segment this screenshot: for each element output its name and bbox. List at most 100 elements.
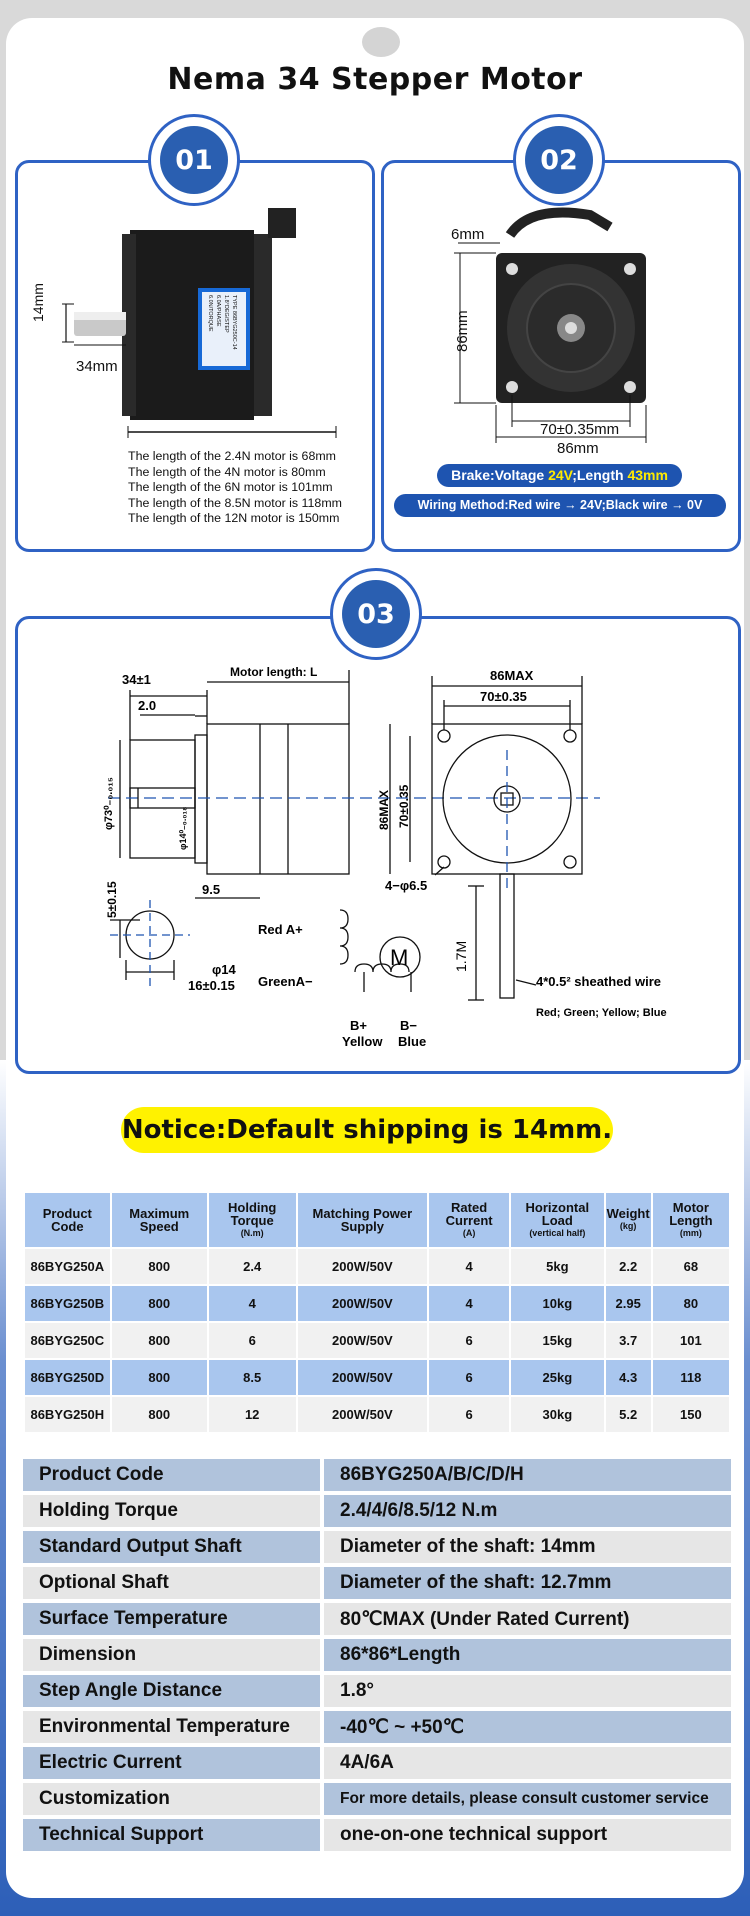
dim-phi73: φ73⁰₋₀.₀₁₅	[103, 777, 115, 830]
header-label: Holding Torque	[228, 1199, 277, 1228]
spec-key: Standard Output Shaft	[23, 1531, 320, 1563]
brake-voltage: 24V	[548, 467, 573, 483]
cell: 800	[111, 1286, 207, 1321]
wire-length: 1.7M	[453, 941, 469, 972]
motor-length-list: The length of the 2.4N motor is 68mm The…	[128, 449, 342, 527]
header-motor-length: Motor Length(mm)	[652, 1193, 729, 1247]
panel-motor-length	[15, 160, 375, 552]
spec-gap	[320, 1459, 324, 1491]
header-unit: (A)	[462, 1227, 476, 1238]
header-max-speed: Maximum Speed	[111, 1193, 207, 1247]
header-holding-torque: Holding Torque(N.m)	[208, 1193, 296, 1247]
cell: 150	[652, 1397, 729, 1432]
cell: 5.2	[605, 1397, 651, 1432]
step-number: 03	[342, 580, 410, 648]
spec-gap	[320, 1819, 324, 1851]
cell: 200W/50V	[297, 1323, 428, 1358]
spec-key: Dimension	[23, 1639, 320, 1671]
cell: 101	[652, 1323, 729, 1358]
motor-length-label: Motor length: L	[230, 665, 317, 679]
step-badge-02: 02	[513, 114, 605, 206]
spec-key: Holding Torque	[23, 1495, 320, 1527]
spec-key: Environmental Temperature	[23, 1711, 320, 1743]
spec-value: 1.8°	[324, 1675, 731, 1707]
header-label: Matching Power Supply	[312, 1206, 413, 1234]
cell: 6	[208, 1323, 296, 1358]
step-number: 01	[160, 126, 228, 194]
dim-86mm-vertical: 86mm	[454, 310, 471, 352]
motor-front-photo	[454, 207, 647, 443]
hang-hole	[362, 27, 400, 57]
cell: 4	[429, 1249, 510, 1284]
header-unit: (mm)	[679, 1227, 702, 1238]
header-unit: (N.m)	[240, 1227, 264, 1238]
spec-value: For more details, please consult custome…	[324, 1783, 731, 1815]
dim-5: 5±0.15	[105, 881, 119, 918]
dim-70-vertical: 70±0.35	[397, 784, 411, 828]
spec-value: 86*86*Length	[324, 1639, 731, 1671]
cell: 4	[208, 1286, 296, 1321]
header-label: Horizontal Load	[525, 1199, 590, 1228]
cell: 10kg	[511, 1286, 604, 1321]
svg-text:6.0N/TORQUE: 6.0N/TORQUE	[207, 295, 213, 332]
yellow-label: Yellow	[342, 1034, 383, 1049]
cell: 5kg	[511, 1249, 604, 1284]
green-wire-label: GreenA−	[258, 974, 313, 989]
header-unit: (vertical half)	[529, 1227, 586, 1238]
shaft-length-label: 14mm	[30, 283, 46, 322]
cell: 6	[429, 1397, 510, 1432]
svg-text:1.8°DEG/STEP: 1.8°DEG/STEP	[223, 295, 229, 333]
length-item: The length of the 6N motor is 101mm	[128, 480, 333, 495]
table-header-row: Product Code Maximum Speed Holding Torqu…	[25, 1193, 729, 1247]
cell: 86BYG250C	[25, 1323, 110, 1358]
wire-desc: 4*0.5² sheathed wire	[536, 974, 661, 989]
holes-label: 4−φ6.5	[385, 878, 427, 893]
spec-key: Step Angle Distance	[23, 1675, 320, 1707]
brake-prefix: Brake:Voltage	[451, 467, 549, 483]
page-title: Nema 34 Stepper Motor	[167, 62, 583, 97]
dim-2: 2.0	[138, 698, 156, 713]
cell: 86BYG250A	[25, 1249, 110, 1284]
length-item: The length of the 4N motor is 80mm	[128, 464, 326, 479]
spec-key: Customization	[23, 1783, 320, 1815]
cell: 15kg	[511, 1323, 604, 1358]
step-badge-03: 03	[330, 568, 422, 660]
dim-9-5: 9.5	[202, 882, 220, 897]
spec-value: one-on-one technical support	[324, 1819, 731, 1851]
technical-drawing: 34±1 Motor length: L 2.0 9.5 φ14 16±0.15…	[103, 665, 667, 1049]
cell: 200W/50V	[297, 1397, 428, 1432]
length-item: The length of the 2.4N motor is 68mm	[128, 449, 336, 463]
spec-gap	[320, 1603, 324, 1635]
cell: 6	[429, 1360, 510, 1395]
spec-value: Diameter of the shaft: 12.7mm	[324, 1567, 731, 1599]
wire-colors: Red; Green; Yellow; Blue	[536, 1007, 667, 1019]
dim-16: 16±0.15	[188, 978, 235, 993]
spec-value: 86BYG250A/B/C/D/H	[324, 1459, 731, 1491]
cell: 4	[429, 1286, 510, 1321]
spec-row: Environmental Temperature-40℃ ~ +50℃	[23, 1711, 731, 1743]
spec-gap	[320, 1639, 324, 1671]
b-minus-label: B−	[400, 1018, 417, 1033]
cell: 200W/50V	[297, 1249, 428, 1284]
red-wire-label: Red A+	[258, 922, 303, 937]
cell: 2.4	[208, 1249, 296, 1284]
cell: 800	[111, 1397, 207, 1432]
spec-gap	[320, 1567, 324, 1599]
cell: 3.7	[605, 1323, 651, 1358]
dim-70mm: 70±0.35mm	[540, 421, 620, 438]
spec-key: Technical Support	[23, 1819, 320, 1851]
spec-value: 4A/6A	[324, 1747, 731, 1779]
header-unit: (kg)	[619, 1221, 637, 1231]
step-number: 02	[525, 126, 593, 194]
cell: 68	[652, 1249, 729, 1284]
